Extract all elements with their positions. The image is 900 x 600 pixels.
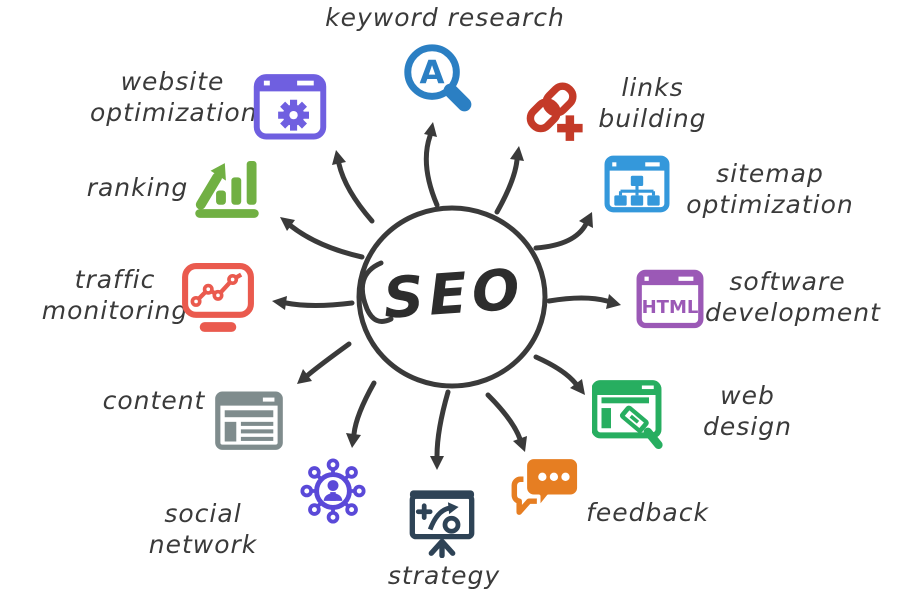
- html-window-icon: HTML: [636, 266, 704, 334]
- sitemap-window-icon: [604, 152, 670, 218]
- strategy-board-icon: [404, 482, 480, 558]
- label-links-building: links building: [598, 73, 707, 133]
- article-window-icon: [212, 386, 286, 460]
- html-text: HTML: [642, 297, 699, 318]
- label-traffic-monitoring: traffic monitoring: [41, 265, 189, 325]
- label-ranking: ranking: [86, 173, 189, 202]
- magnifier-letter: A: [420, 54, 445, 92]
- label-feedback: feedback: [586, 498, 709, 527]
- chat-bubbles-icon: [507, 450, 585, 528]
- label-website-optimization: website optimization: [90, 67, 258, 127]
- magnifier-a-icon: A: [402, 42, 476, 116]
- label-sitemap-optimization: sitemap optimization: [686, 159, 854, 219]
- center-seo-label: SEO: [381, 257, 527, 332]
- circle-sketch-loop: [359, 260, 394, 324]
- label-social-network: social network: [148, 499, 258, 559]
- monitor-chart-icon: [179, 260, 257, 338]
- network-person-icon: [298, 456, 368, 526]
- design-window-icon: [592, 376, 668, 452]
- label-software-development: software development: [705, 267, 881, 327]
- gear-window-icon: [252, 70, 328, 146]
- label-web-design: web design: [703, 381, 792, 441]
- label-content: content: [102, 386, 206, 415]
- chain-plus-icon: [521, 75, 589, 143]
- arrow-lines: [283, 133, 610, 459]
- bar-chart-arrow-icon: [192, 150, 262, 220]
- label-strategy: strategy: [387, 561, 501, 590]
- center-circle: [356, 205, 548, 389]
- label-keyword-research: keyword research: [325, 3, 565, 32]
